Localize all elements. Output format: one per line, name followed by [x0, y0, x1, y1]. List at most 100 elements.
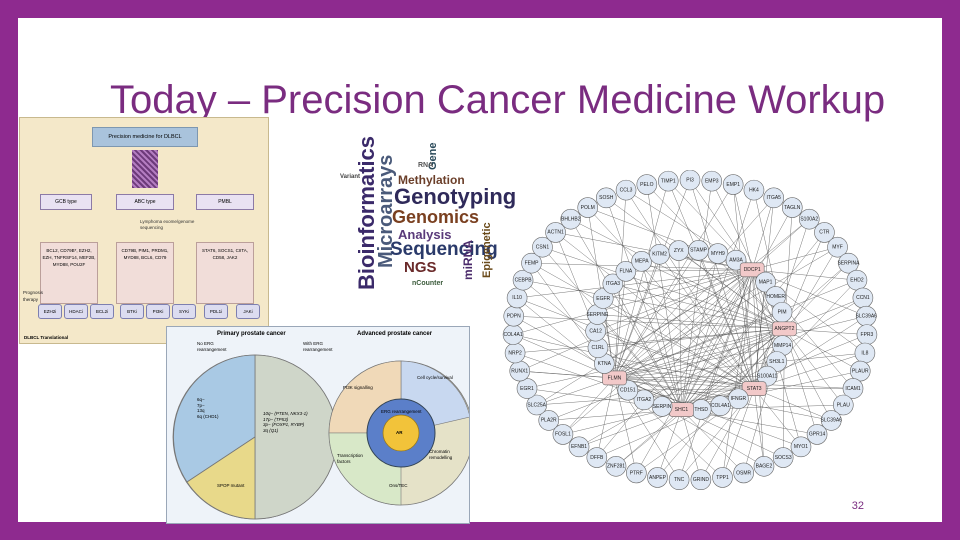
network-node-shape: [743, 179, 765, 201]
network-edge: [701, 269, 753, 410]
network-node: SLC39A6: [820, 410, 842, 431]
network-edge: [603, 269, 753, 299]
network-edge: [531, 262, 755, 389]
network-node: FLNA: [615, 261, 637, 282]
therapy-syki: SYKi: [172, 304, 196, 319]
network-node: SLC39A6: [856, 305, 877, 327]
network-node-label: STAMP: [690, 248, 708, 254]
network-edge: [570, 218, 785, 330]
network-node: COL4A1: [502, 324, 524, 345]
network-node-shape: [798, 208, 820, 230]
segment-spop: SPOP mutant: [217, 483, 245, 488]
word-methylation: Methylation: [398, 173, 465, 187]
network-node: SOCS3: [772, 447, 794, 468]
network-node-label: BHLHB2: [561, 216, 581, 222]
network-edge: [587, 207, 755, 389]
network-node-label: MYF: [832, 244, 843, 250]
network-node-shape: [814, 222, 835, 243]
network-node: CSN1: [532, 236, 553, 258]
network-node-label: EGFR: [596, 296, 610, 302]
network-edge: [595, 269, 753, 332]
network-node-shape: [538, 410, 560, 431]
network-node-shape: [631, 250, 652, 272]
network-edge: [614, 250, 699, 379]
network-node-label: HOMER: [766, 294, 785, 300]
therapy-btki: BTKi: [120, 304, 144, 319]
network-edge: [614, 315, 867, 379]
page-number: 32: [851, 500, 864, 512]
with-erg-label: With ERG rearrangement: [303, 341, 333, 352]
network-node-shape: [827, 236, 848, 258]
network-node-shape: [626, 462, 647, 484]
network-node-label: PTRF: [630, 470, 643, 476]
network-node-shape: [756, 365, 778, 387]
network-node-label: CA12: [589, 328, 602, 334]
network-edge: [625, 271, 755, 389]
network-node: TAGLN: [781, 197, 803, 218]
network-edge: [519, 370, 615, 379]
network-node-shape: [781, 197, 803, 218]
network-node: ITGA2: [633, 389, 655, 411]
network-edge: [612, 283, 785, 330]
network-edge: [681, 232, 825, 410]
network-node: SLC25A: [526, 394, 548, 416]
network-node-label: FLMN: [608, 375, 622, 381]
network-edge: [681, 296, 776, 410]
network-edge: [625, 190, 755, 389]
network-edge: [681, 253, 719, 410]
network-edge: [735, 260, 755, 389]
network-node-shape: [668, 469, 690, 491]
network-node-label: DDCP1: [744, 267, 761, 273]
word-epigenetic: nCounter: [412, 280, 444, 287]
network-node-label: FEMP: [525, 260, 540, 266]
network-node-shape: [733, 462, 754, 484]
network-node-label: EGR1: [520, 386, 534, 392]
network-node-label: IL10: [512, 295, 522, 301]
network-node-shape: [820, 410, 842, 431]
network-node-label: NRP2: [508, 350, 522, 356]
network-node-shape: [512, 269, 534, 291]
network-node-label: GRIND: [693, 477, 710, 483]
network-node: PLA2R: [538, 410, 560, 431]
network-edge: [604, 363, 755, 389]
therapy-hdaci: HDACi: [64, 304, 88, 319]
therapy-jaki: JAKi: [236, 304, 260, 319]
network-node-label: EMP1: [726, 182, 740, 188]
network-edge: [614, 260, 737, 379]
network-node-shape: [545, 222, 566, 243]
network-node-label: SLC25A: [527, 402, 546, 408]
network-node: CCN1: [852, 287, 874, 309]
network-edge: [548, 328, 785, 421]
network-node: TPP1: [712, 467, 733, 488]
network-edge: [646, 184, 682, 410]
network-node-shape: [806, 424, 828, 445]
network-node: SH3L1: [766, 351, 788, 372]
primary-title: Primary prostate cancer: [217, 331, 286, 337]
network-node-label: FLNA: [619, 269, 632, 275]
network-node-label: CTR: [819, 230, 830, 236]
network-node-label: EHD2: [850, 277, 864, 283]
segment-transcription: Transcription factors: [337, 453, 363, 464]
network-edge: [596, 377, 615, 458]
dlbcl-flowchart-figure: Precision medicine for DLBCL GCB type AB…: [19, 117, 269, 344]
network-node: ANPEP: [647, 467, 668, 488]
network-edge: [614, 218, 810, 379]
network-node-shape: [688, 240, 709, 261]
network-node-shape: [560, 208, 582, 230]
subtype-box-pmbl: PMBL: [196, 194, 254, 210]
network-edge: [641, 261, 682, 410]
network-node-label: RUNX1: [511, 368, 528, 374]
network-node: PI3: [679, 170, 701, 191]
network-edge: [681, 207, 793, 410]
network-node-label: PLAU: [837, 402, 850, 408]
network-node: HK4: [743, 179, 765, 201]
network-node: SOSH: [595, 187, 617, 209]
word-mirna: miRNA: [461, 239, 475, 280]
network-node: TNC: [668, 469, 690, 491]
word-genomics: Genomics: [392, 207, 480, 227]
histology-image: [132, 150, 158, 188]
network-node: DFFB: [586, 447, 608, 468]
network-node: IL8: [854, 342, 876, 364]
